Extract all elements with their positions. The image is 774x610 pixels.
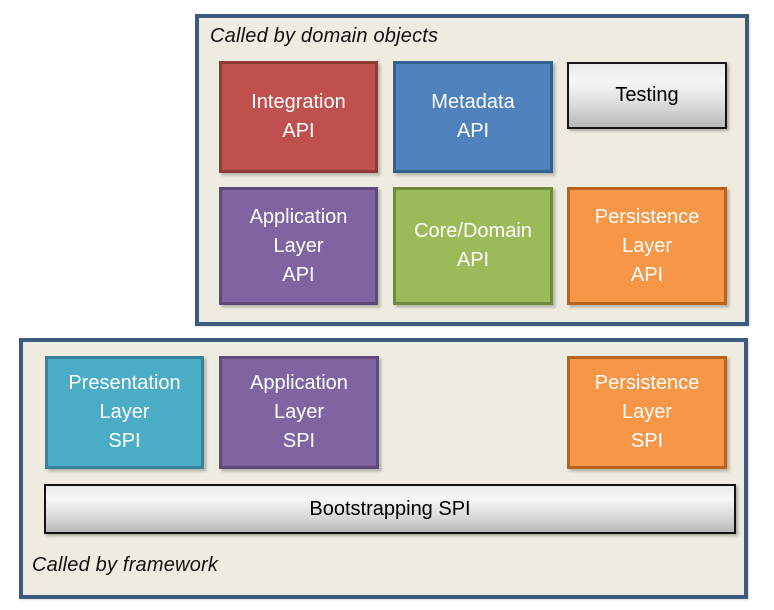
- box-presentation-layer-spi: Presentation Layer SPI: [45, 356, 204, 469]
- box-label: Application Layer SPI: [250, 372, 348, 452]
- group-label-framework: Called by framework: [32, 554, 219, 576]
- box-persistence-layer-spi: Persistence Layer SPI: [567, 356, 727, 469]
- box-label: Integration API: [251, 91, 346, 142]
- box-persistence-layer-api: Persistence Layer API: [567, 187, 727, 305]
- box-label: Persistence Layer API: [594, 205, 700, 286]
- group-label-domain-objects: Called by domain objects: [210, 25, 439, 47]
- box-label: Core/Domain API: [414, 220, 532, 271]
- box-testing: Testing: [567, 62, 727, 129]
- box-bootstrapping-spi: Bootstrapping SPI: [44, 484, 736, 534]
- box-label: Bootstrapping SPI: [309, 497, 471, 520]
- box-label: Testing: [615, 84, 679, 106]
- box-integration-api: Integration API: [219, 61, 378, 173]
- box-label: Metadata API: [431, 91, 515, 142]
- box-label: Persistence Layer SPI: [594, 372, 700, 452]
- box-application-layer-spi: Application Layer SPI: [219, 356, 379, 469]
- group-called-by-domain-objects: Called by domain objects Integration API…: [195, 14, 749, 326]
- box-label: Presentation Layer SPI: [68, 372, 181, 452]
- group-called-by-framework: Presentation Layer SPI Application Layer…: [19, 338, 748, 599]
- box-metadata-api: Metadata API: [393, 61, 553, 173]
- box-application-layer-api: Application Layer API: [219, 187, 378, 305]
- box-label: Application Layer API: [249, 205, 348, 286]
- box-core-domain-api: Core/Domain API: [393, 187, 553, 305]
